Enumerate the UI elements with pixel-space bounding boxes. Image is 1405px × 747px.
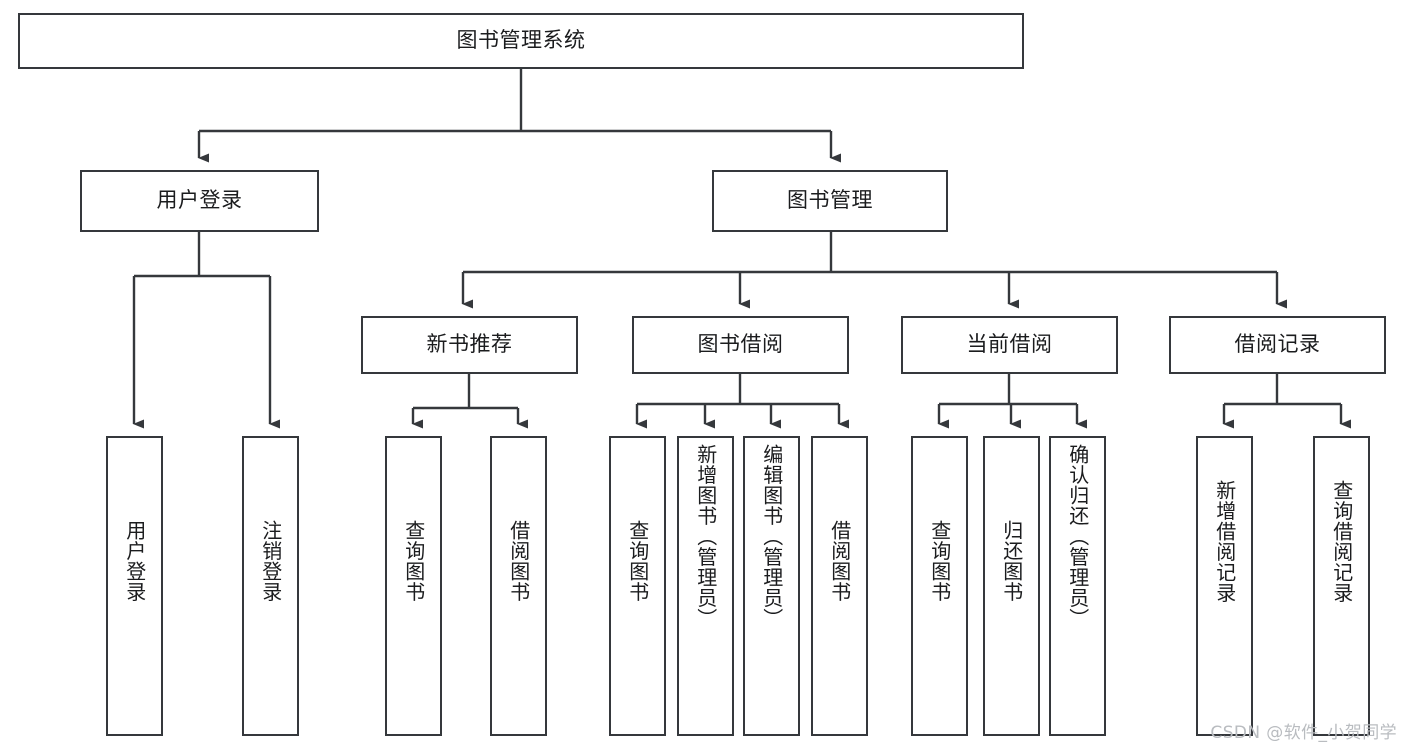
node-borrow-record[interactable]: 借阅记录 xyxy=(1169,316,1386,374)
node-leaf-query-book-1[interactable]: 查询图书 xyxy=(385,436,442,736)
node-current-borrow-label: 当前借阅 xyxy=(966,332,1053,357)
node-borrow-record-label: 借阅记录 xyxy=(1234,332,1321,357)
node-leaf-add-record[interactable]: 新增借阅记录 xyxy=(1196,436,1253,736)
node-leaf-borrow-book-2[interactable]: 借阅图书 xyxy=(811,436,868,736)
node-leaf-query-record-label: 查询借阅记录 xyxy=(1329,480,1354,603)
node-leaf-query-book-3[interactable]: 查询图书 xyxy=(911,436,968,736)
node-leaf-user-logout[interactable]: 注销登录 xyxy=(242,436,299,736)
node-leaf-return-book-label: 归还图书 xyxy=(999,520,1024,602)
node-book-borrow-label: 图书借阅 xyxy=(697,332,784,357)
node-root[interactable]: 图书管理系统 xyxy=(18,13,1024,69)
node-leaf-return-book[interactable]: 归还图书 xyxy=(983,436,1040,736)
node-leaf-add-book[interactable]: 新增图书（管理员） xyxy=(677,436,734,736)
node-leaf-query-book-2-label: 查询图书 xyxy=(625,520,650,602)
node-root-label: 图书管理系统 xyxy=(456,28,586,53)
node-leaf-query-book-3-label: 查询图书 xyxy=(927,520,952,602)
node-book-manage-label: 图书管理 xyxy=(787,188,873,213)
node-leaf-query-record[interactable]: 查询借阅记录 xyxy=(1313,436,1370,736)
node-current-borrow[interactable]: 当前借阅 xyxy=(901,316,1118,374)
watermark-text: CSDN @软件_小贺同学 xyxy=(1210,723,1397,743)
node-new-book-recommend-label: 新书推荐 xyxy=(426,332,513,357)
node-book-manage[interactable]: 图书管理 xyxy=(712,170,948,232)
node-leaf-confirm-return[interactable]: 确认归还（管理员） xyxy=(1049,436,1106,736)
node-book-borrow[interactable]: 图书借阅 xyxy=(632,316,849,374)
node-leaf-add-book-label: 新增图书（管理员） xyxy=(693,444,718,629)
node-leaf-borrow-book-1[interactable]: 借阅图书 xyxy=(490,436,547,736)
node-leaf-edit-book-label: 编辑图书（管理员） xyxy=(759,444,784,629)
node-leaf-user-login[interactable]: 用户登录 xyxy=(106,436,163,736)
node-leaf-query-book-1-label: 查询图书 xyxy=(401,520,426,602)
node-leaf-borrow-book-2-label: 借阅图书 xyxy=(827,520,852,602)
node-user-login-label: 用户登录 xyxy=(156,188,243,213)
node-leaf-query-book-2[interactable]: 查询图书 xyxy=(609,436,666,736)
node-leaf-add-record-label: 新增借阅记录 xyxy=(1212,480,1237,603)
node-leaf-confirm-return-label: 确认归还（管理员） xyxy=(1065,444,1090,629)
node-new-book-recommend[interactable]: 新书推荐 xyxy=(361,316,578,374)
node-leaf-user-login-label: 用户登录 xyxy=(122,520,147,602)
node-leaf-borrow-book-1-label: 借阅图书 xyxy=(506,520,531,602)
node-user-login[interactable]: 用户登录 xyxy=(80,170,319,232)
node-leaf-user-logout-label: 注销登录 xyxy=(258,520,283,602)
node-leaf-edit-book[interactable]: 编辑图书（管理员） xyxy=(743,436,800,736)
